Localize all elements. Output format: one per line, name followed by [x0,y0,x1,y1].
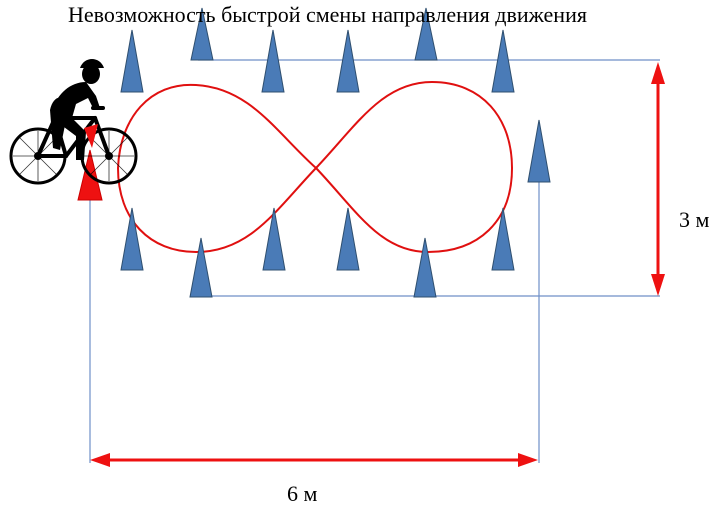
height-dimension-arrow [651,62,665,296]
guide-lines [89,59,660,463]
traffic-cone-icon [261,29,285,93]
traffic-cone-icon [120,207,144,271]
traffic-cone-icon [190,7,214,61]
traffic-cone-icon [336,29,360,93]
traffic-cone-icon [413,237,437,298]
width-dimension-arrow [90,453,538,467]
height-label: 3 м [679,207,710,232]
traffic-cone-icon [491,29,515,93]
cones [120,7,551,298]
traffic-cone-icon [414,7,438,61]
cyclist-icon [9,59,138,185]
diagram-caption: Невозможность быстрой смены направления … [68,2,587,27]
traffic-cone-icon [527,119,551,183]
traffic-cone-icon [262,207,286,271]
figure-eight-route [116,80,514,254]
width-label: 6 м [287,481,318,506]
traffic-cone-icon [189,237,213,298]
traffic-cone-icon [491,207,515,271]
traffic-cone-icon [120,29,144,93]
traffic-cone-icon [336,207,360,271]
